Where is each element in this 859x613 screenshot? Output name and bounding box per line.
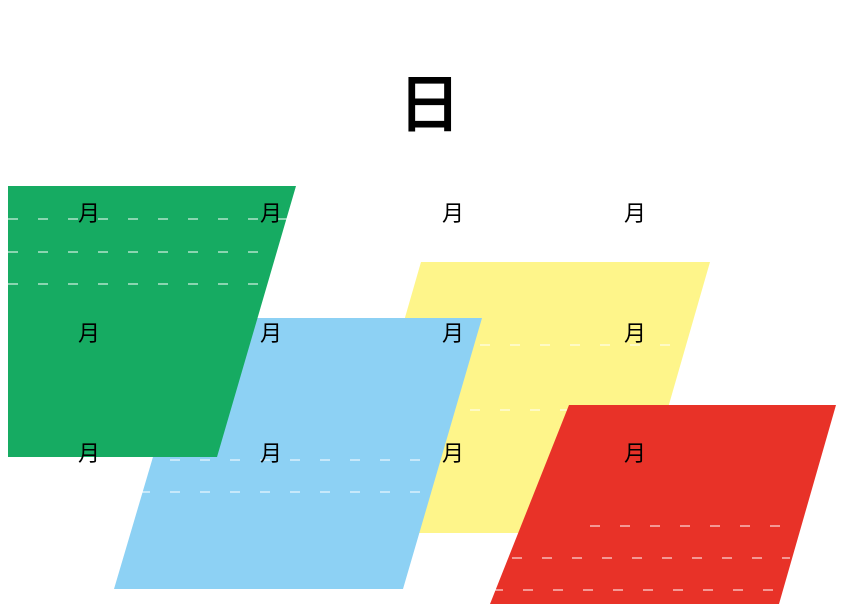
red-parallelogram — [490, 405, 836, 604]
moon-label: 月 — [77, 322, 100, 347]
moon-label: 月 — [77, 202, 100, 227]
red-shape-group — [490, 405, 836, 604]
moon-label: 月 — [441, 442, 464, 467]
blue-dash-lines — [140, 459, 430, 493]
moon-label: 月 — [259, 442, 282, 467]
moon-label: 月 — [441, 322, 464, 347]
moon-label: 月 — [77, 442, 100, 467]
title-kanji-sun: 日 — [398, 68, 461, 141]
moon-label: 月 — [259, 322, 282, 347]
moon-label: 月 — [623, 202, 646, 227]
moon-label: 月 — [259, 202, 282, 227]
moon-label: 月 — [623, 322, 646, 347]
moon-label: 月 — [623, 442, 646, 467]
moon-label: 月 — [441, 202, 464, 227]
green-parallelogram — [8, 186, 296, 457]
green-shape-group — [8, 186, 296, 457]
red-dash-lines — [493, 525, 800, 591]
green-dash-lines — [8, 218, 290, 285]
